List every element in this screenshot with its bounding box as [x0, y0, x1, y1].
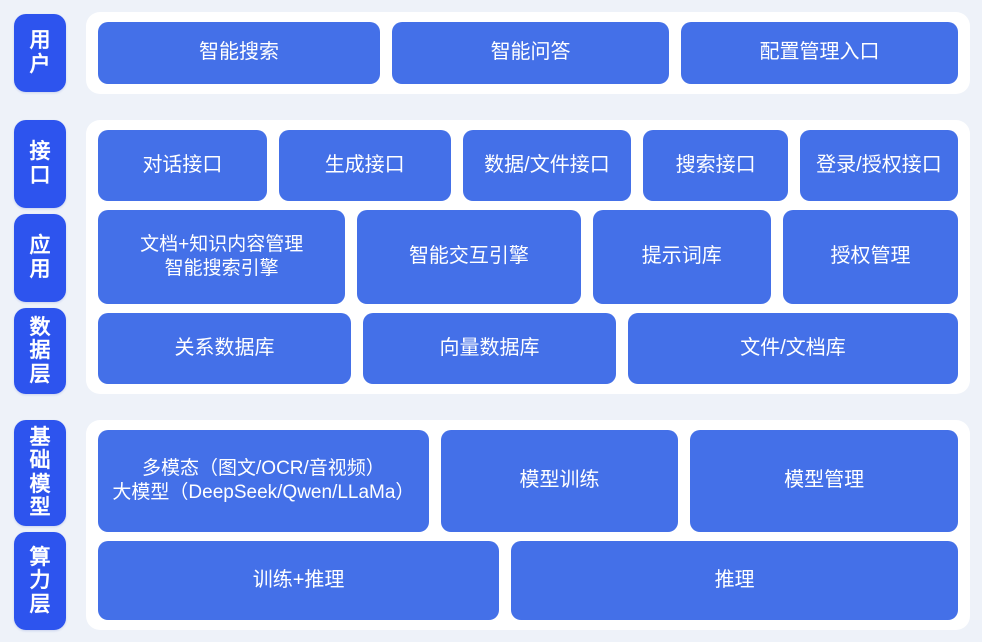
row-user-entries: 智能搜索 智能问答 配置管理入口	[98, 22, 958, 84]
box-vector-database[interactable]: 向量数据库	[363, 313, 617, 384]
panel-infra: 多模态（图文/OCR/音视频） 大模型（DeepSeek/Qwen/LLaMa）…	[86, 420, 970, 630]
layer-label-interface[interactable]: 接口	[14, 120, 66, 208]
row-compute: 训练+推理 推理	[98, 541, 958, 620]
box-model-training[interactable]: 模型训练	[440, 430, 679, 533]
box-smart-interaction-engine[interactable]: 智能交互引擎	[357, 209, 581, 304]
box-smart-search[interactable]: 智能搜索	[98, 22, 381, 84]
box-document-knowledge-management[interactable]: 文档+知识内容管理 智能搜索引擎	[98, 209, 346, 304]
layer-rail-user: 用户	[0, 4, 86, 102]
layer-label-compute[interactable]: 算力层	[14, 531, 66, 630]
section-infra: 基础模型 算力层 多模态（图文/OCR/音视频） 大模型（DeepSeek/Qw…	[0, 412, 982, 638]
layer-label-user[interactable]: 用户	[14, 14, 66, 92]
layer-label-foundation-model[interactable]: 基础模型	[14, 420, 66, 526]
row-data: 关系数据库 向量数据库 文件/文档库	[98, 313, 958, 384]
layer-label-data[interactable]: 数据层	[14, 308, 66, 394]
box-training-and-inference[interactable]: 训练+推理	[98, 541, 500, 620]
box-inference[interactable]: 推理	[511, 541, 958, 620]
box-data-file-interface[interactable]: 数据/文件接口	[462, 130, 632, 201]
box-authorization-management[interactable]: 授权管理	[782, 209, 958, 304]
row-interface: 对话接口 生成接口 数据/文件接口 搜索接口 登录/授权接口	[98, 130, 958, 201]
box-multimodal-large-model[interactable]: 多模态（图文/OCR/音视频） 大模型（DeepSeek/Qwen/LLaMa）	[98, 430, 429, 533]
layer-label-application[interactable]: 应用	[14, 214, 66, 302]
box-config-management-entry[interactable]: 配置管理入口	[681, 22, 958, 84]
box-smart-qa[interactable]: 智能问答	[392, 22, 670, 84]
section-user: 用户 智能搜索 智能问答 配置管理入口	[0, 4, 982, 102]
box-relational-database[interactable]: 关系数据库	[98, 313, 352, 384]
section-platform: 接口 应用 数据层 对话接口 生成接口 数据/文件接口 搜索接口 登录/授权接口…	[0, 112, 982, 402]
panel-platform: 对话接口 生成接口 数据/文件接口 搜索接口 登录/授权接口 文档+知识内容管理…	[86, 120, 970, 394]
box-login-auth-interface[interactable]: 登录/授权接口	[799, 130, 958, 201]
layer-rail-infra: 基础模型 算力层	[0, 412, 86, 638]
box-dialog-interface[interactable]: 对话接口	[98, 130, 267, 201]
row-application: 文档+知识内容管理 智能搜索引擎 智能交互引擎 提示词库 授权管理	[98, 209, 958, 304]
box-prompt-library[interactable]: 提示词库	[592, 209, 771, 304]
panel-user: 智能搜索 智能问答 配置管理入口	[86, 12, 970, 94]
box-generation-interface[interactable]: 生成接口	[278, 130, 451, 201]
box-search-interface[interactable]: 搜索接口	[643, 130, 788, 201]
box-model-management[interactable]: 模型管理	[690, 430, 958, 533]
row-foundation-model: 多模态（图文/OCR/音视频） 大模型（DeepSeek/Qwen/LLaMa）…	[98, 430, 958, 533]
box-file-document-store[interactable]: 文件/文档库	[628, 313, 958, 384]
layer-rail-platform: 接口 应用 数据层	[0, 112, 86, 402]
